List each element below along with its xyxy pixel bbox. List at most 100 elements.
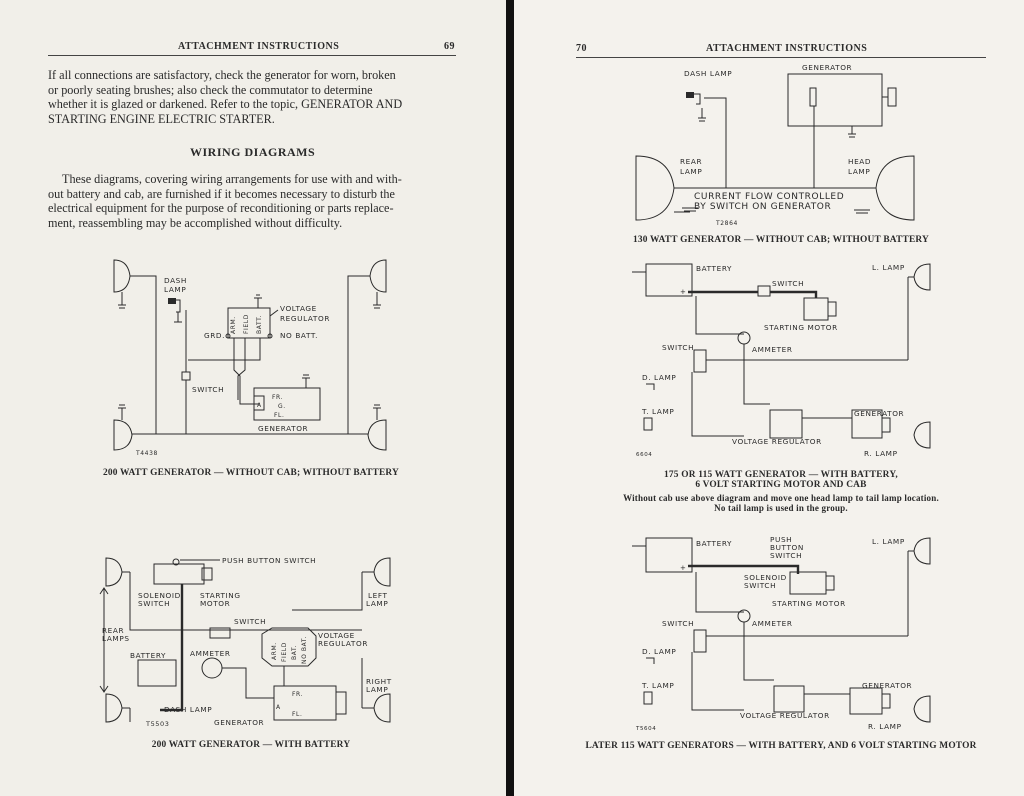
intro-paragraph: If all connections are satisfactory, che… (48, 68, 454, 126)
label-right-lamp: LAMP (366, 685, 388, 694)
label-dash-lamp: DASH LAMP (684, 69, 732, 78)
label-t-lamp: T. LAMP (641, 681, 674, 690)
label-t-lamp: T. LAMP (641, 407, 674, 416)
label-dash-lamp: DASH LAMP (164, 705, 212, 714)
label-r-lamp: R. LAMP (864, 449, 898, 458)
label-push-button-switch: PUSH BUTTON SWITCH (222, 556, 316, 565)
diagram-code: 6604 (636, 452, 652, 458)
body-paragraph: These diagrams, covering wiring arrangem… (48, 172, 454, 230)
label-a: A (276, 704, 281, 711)
svg-text:+: + (680, 564, 686, 572)
label-r-lamp: R. LAMP (868, 722, 902, 731)
diagram-code: T5604 (635, 726, 656, 732)
wiring-diagram-130w: DASH LAMP GENERATOR REAR LAMP HEAD LAMP … (635, 63, 915, 227)
label-button: BUTTON (770, 543, 804, 552)
running-header: ATTACHMENT INSTRUCTIONS (706, 43, 868, 54)
label-fr: FR. (292, 691, 303, 698)
label-ammeter: AMMETER (752, 345, 793, 354)
label-generator: GENERATOR (862, 681, 912, 690)
label-switch2: SWITCH (662, 343, 694, 352)
label-solenoid-switch: SWITCH (138, 599, 170, 608)
diagram5-caption: LATER 115 WATT GENERATORS — WITH BATTERY… (585, 741, 977, 751)
lamp-top-right (369, 259, 387, 309)
label-arm: ARM. (271, 642, 278, 660)
label-battery: BATTERY (696, 539, 732, 548)
label-d-lamp: D. LAMP (642, 647, 676, 656)
wiring-diagram-200w-with-battery: REAR LAMPS LEFT LAMP RIGHT LAMP PUSH BUT… (99, 556, 392, 728)
label-voltage-regulator: VOLTAGE REGULATOR (740, 711, 830, 720)
wiring-diagram-175-115w: BATTERY + SWITCH STARTING MOTOR L. LAMP … (632, 263, 931, 458)
diagram-code: T4438 (135, 450, 158, 457)
label-rear: REAR (102, 626, 124, 635)
diagram-code: T5503 (145, 720, 170, 728)
lamp-top-left (113, 259, 131, 309)
label-switch: SWITCH (192, 385, 224, 394)
text-line: electrical equipment for the purpose of … (48, 201, 394, 215)
diagram4-caption-line2: 6 VOLT STARTING MOTOR AND CAB (695, 480, 867, 490)
diagram4-note-line2: No tail lamp is used in the group. (714, 503, 848, 513)
label-solenoid: SOLENOID (138, 591, 181, 600)
label-head: HEAD (848, 157, 871, 166)
label-dash: DASH (164, 276, 187, 285)
page-number: 70 (576, 43, 587, 54)
header-rule (576, 57, 986, 58)
label-g: G. (278, 403, 286, 410)
label-rear: REAR (680, 157, 702, 166)
diagram2-caption: 200 WATT GENERATOR — WITH BATTERY (151, 740, 351, 750)
label-voltage: VOLTAGE (280, 304, 317, 313)
label-push: PUSH (770, 535, 792, 544)
label-lamp2: LAMP (848, 167, 870, 176)
lamp-bottom-left (113, 404, 133, 451)
label-voltage: VOLTAGE (318, 631, 355, 640)
label-l-lamp: L. LAMP (872, 263, 905, 272)
label-fl: FL. (274, 412, 285, 419)
section-heading: WIRING DIAGRAMS (190, 145, 316, 159)
label-ammeter: AMMETER (190, 649, 231, 658)
label-fr: FR. (272, 394, 283, 401)
running-header: ATTACHMENT INSTRUCTIONS (178, 41, 340, 52)
svg-text:+: + (680, 288, 686, 296)
label-solenoid-switch: SWITCH (744, 581, 776, 590)
label-generator: GENERATOR (802, 63, 852, 72)
lamp-left (362, 557, 391, 587)
label-switch2: SWITCH (234, 617, 266, 626)
label-switch2: SWITCH (662, 619, 694, 628)
text-line: or poorly seating brushes; also check th… (48, 82, 373, 97)
label-generator: GENERATOR (214, 718, 264, 727)
text-line: whether it is glazed or darkened. Refer … (48, 97, 403, 111)
text-line: If all connections are satisfactory, che… (48, 68, 396, 82)
label-right: RIGHT (366, 677, 392, 686)
label-solenoid: SOLENOID (744, 573, 787, 582)
label-starting-motor: STARTING MOTOR (772, 599, 846, 608)
text-line: STARTING ENGINE ELECTRIC STARTER. (48, 111, 275, 126)
label-lamp: LAMP (680, 167, 702, 176)
label-regulator: REGULATOR (318, 639, 368, 648)
label-d-lamp: D. LAMP (642, 373, 676, 382)
label-lamps: LAMPS (102, 634, 130, 643)
diagram4-caption-line1: 175 OR 115 WATT GENERATOR — WITH BATTERY… (664, 470, 898, 480)
label-field: FIELD (243, 314, 250, 334)
label-field: FIELD (281, 642, 288, 662)
label-generator: GENERATOR (258, 424, 308, 433)
label-starting: STARTING (200, 591, 241, 600)
label-left: LEFT (368, 591, 388, 600)
header-rule (48, 55, 456, 56)
label-motor: MOTOR (200, 599, 230, 608)
label-battery: BATTERY (130, 651, 166, 660)
diagram4-note-line1: Without cab use above diagram and move o… (623, 493, 939, 503)
lamp-rear-lower (105, 693, 130, 723)
lamp-bottom-right (367, 404, 387, 451)
left-page: ATTACHMENT INSTRUCTIONS 69 If all connec… (0, 0, 506, 796)
diagram-code: T2864 (715, 220, 738, 227)
label-push-switch: SWITCH (770, 551, 802, 560)
diagram1-caption: 200 WATT GENERATOR — WITHOUT CAB; WITHOU… (102, 468, 400, 478)
label-fl: FL. (292, 711, 303, 718)
label-grd: GRD. (204, 331, 225, 340)
lamp-right (362, 693, 391, 723)
text-line: These diagrams, covering wiring arrangem… (62, 172, 402, 186)
page-number: 69 (444, 41, 455, 52)
label-ammeter: AMMETER (752, 619, 793, 628)
right-page: 70 ATTACHMENT INSTRUCTIONS DASH LAMP GEN… (514, 0, 1024, 796)
label-voltage-regulator: VOLTAGE REGULATOR (732, 437, 822, 446)
label-bat: BAT. (291, 645, 298, 660)
